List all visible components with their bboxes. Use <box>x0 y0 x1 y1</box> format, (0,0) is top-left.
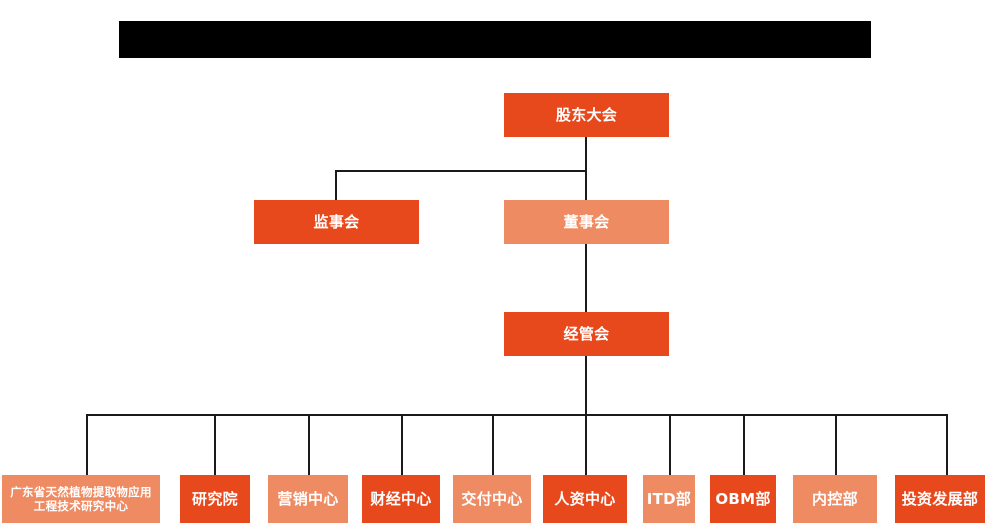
org-node-label-internal-control-dept: 内控部 <box>812 489 858 508</box>
org-node-label-board-of-directors: 董事会 <box>563 212 610 231</box>
board-to-management-drop <box>585 244 587 312</box>
org-node-management-committee[interactable]: 经管会 <box>504 312 669 356</box>
org-node-itd-department[interactable]: ITD部 <box>643 475 695 523</box>
org-node-shareholders-meeting[interactable]: 股东大会 <box>504 93 669 137</box>
org-node-guangdong-research-center[interactable]: 广东省天然植物提取物应用工程技术研究中心 <box>2 475 160 523</box>
drop-delivery-center <box>492 414 494 475</box>
drop-itd-department <box>669 414 671 475</box>
org-node-label-research-institute: 研究院 <box>192 489 238 508</box>
org-node-label-shareholders-meeting: 股东大会 <box>555 105 618 124</box>
drop-hr-center <box>585 414 587 475</box>
redacted-title-bar <box>119 21 871 58</box>
org-node-internal-control-dept[interactable]: 内控部 <box>793 475 877 523</box>
management-trunk-down <box>585 356 587 415</box>
org-node-label-marketing-center: 营销中心 <box>277 489 339 508</box>
shareholders-trunk-down <box>585 137 587 244</box>
org-node-board-of-directors[interactable]: 董事会 <box>504 200 669 244</box>
drop-internal-control <box>835 414 837 475</box>
org-node-obm-department[interactable]: OBM部 <box>710 475 776 523</box>
drop-finance-center <box>401 414 403 475</box>
org-node-supervisory-board[interactable]: 监事会 <box>254 200 419 244</box>
departments-bus-horizontal <box>86 414 946 416</box>
supervisory-board-drop <box>335 170 337 200</box>
drop-marketing-center <box>308 414 310 475</box>
org-node-research-institute[interactable]: 研究院 <box>180 475 250 523</box>
org-node-label-delivery-center: 交付中心 <box>461 489 523 508</box>
drop-investment-dev <box>946 414 948 475</box>
org-node-label-supervisory-board: 监事会 <box>313 212 360 231</box>
org-node-label-finance-center: 财经中心 <box>370 489 432 508</box>
org-node-label-obm-department: OBM部 <box>715 489 771 508</box>
org-node-label-management-committee: 经管会 <box>563 324 610 343</box>
org-node-label-itd-department: ITD部 <box>646 489 692 508</box>
drop-obm-department <box>743 414 745 475</box>
drop-research-institute <box>214 414 216 475</box>
org-node-finance-center[interactable]: 财经中心 <box>362 475 440 523</box>
governance-bus-horizontal <box>335 170 587 172</box>
org-node-label-hr-center: 人资中心 <box>554 489 616 508</box>
org-node-label-investment-dev-dept: 投资发展部 <box>901 489 979 508</box>
org-node-delivery-center[interactable]: 交付中心 <box>453 475 531 523</box>
org-node-marketing-center[interactable]: 营销中心 <box>268 475 348 523</box>
drop-guangdong-research <box>86 414 88 475</box>
org-node-investment-dev-dept[interactable]: 投资发展部 <box>895 475 985 523</box>
org-node-label-guangdong-research-center: 广东省天然植物提取物应用工程技术研究中心 <box>10 484 152 513</box>
org-node-hr-center[interactable]: 人资中心 <box>543 475 627 523</box>
